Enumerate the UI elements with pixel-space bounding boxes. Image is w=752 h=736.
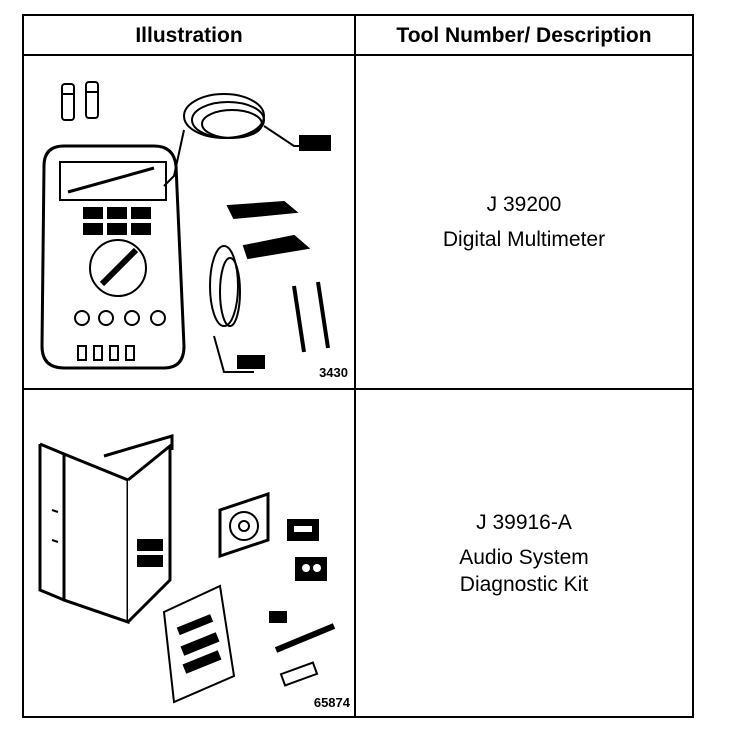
digital-multimeter-icon — [40, 81, 331, 373]
audio-diagnostic-kit-icon — [38, 433, 336, 704]
column-divider — [354, 16, 356, 716]
header-illustration: Illustration — [135, 24, 243, 47]
row-2-illustration-cell: 65874 — [24, 390, 354, 716]
tool-description-line: Audio System — [459, 545, 589, 569]
tool-table: Illustration Tool Number/ Description — [22, 14, 694, 718]
header-tool-description: Tool Number/ Description — [396, 24, 652, 47]
figure-number: 65874 — [313, 695, 350, 710]
header-divider — [24, 54, 692, 56]
tool-description-line: Diagnostic Kit — [459, 572, 589, 596]
figure-number: 3430 — [319, 365, 348, 380]
row-1-illustration-cell: 3430 — [24, 56, 354, 388]
tool-number: J 39200 — [486, 193, 562, 216]
tool-description-line: Digital Multimeter — [442, 228, 606, 251]
row-1-description-cell: J 39200 Digital Multimeter — [356, 56, 692, 388]
row-divider — [24, 388, 692, 390]
tool-number: J 39916-A — [476, 510, 572, 534]
row-2-description-cell: J 39916-A Audio System Diagnostic Kit — [356, 390, 692, 716]
